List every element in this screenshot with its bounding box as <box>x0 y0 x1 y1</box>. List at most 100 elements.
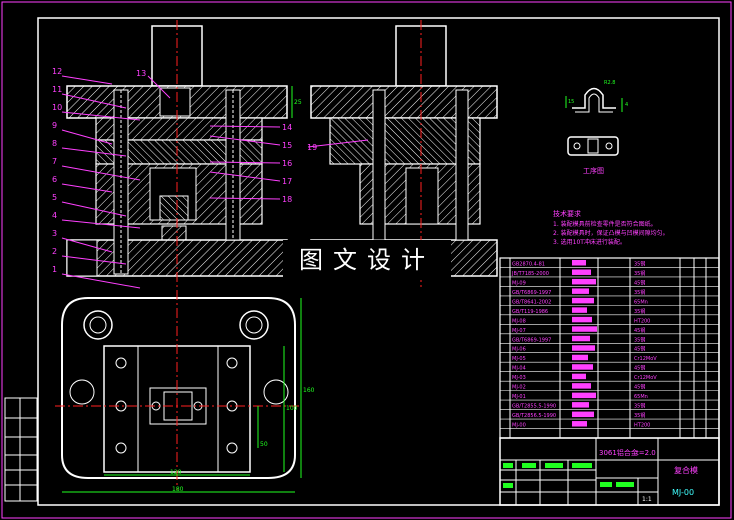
callout-2: 2 <box>52 247 57 256</box>
bom-name-block <box>572 421 587 427</box>
callout-leader <box>209 197 281 200</box>
callout-5: 5 <box>52 193 57 202</box>
callout-leader <box>209 161 281 164</box>
bom-code: MJ-00 <box>512 423 526 429</box>
bom-code: GB/T119-1986 <box>512 309 548 315</box>
callout-10: 10 <box>52 103 62 112</box>
bom-name-block <box>572 316 592 323</box>
callout-17: 17 <box>282 177 292 186</box>
bom-name-block <box>572 364 593 370</box>
bom-material: HT200 <box>634 423 650 429</box>
dim-top-height: 25 <box>294 99 302 106</box>
title-drawing-name: 复合模 <box>674 465 698 475</box>
callout-1: 1 <box>52 265 57 274</box>
bom-code: JB/T7185-2000 <box>511 271 549 277</box>
bom-code: MJ-06 <box>512 347 526 353</box>
callout-leader <box>61 219 141 229</box>
bom-name-block <box>572 335 590 342</box>
dim-width-outer: 180 <box>172 486 184 493</box>
front-section-view: 25 <box>66 20 302 300</box>
bom-code: MJ-03 <box>512 375 526 381</box>
part-dim-radius: R2.8 <box>604 80 615 86</box>
callout-16: 16 <box>282 159 292 168</box>
callout-leader <box>61 147 127 157</box>
callout-18: 18 <box>282 195 292 204</box>
bom-material: Cr12MoV <box>634 375 657 381</box>
part-drawing-label: 工序图 <box>583 166 604 175</box>
dim-height-inner: 100 <box>286 405 298 412</box>
callout-11: 11 <box>52 85 62 94</box>
title-block: 3061铝合金 t=2.0 复合模 MJ-00 1:1 <box>499 437 720 506</box>
bom-material: HT200 <box>634 318 650 324</box>
dim-width-inner: 120 <box>170 469 182 476</box>
bom-name-block <box>572 411 594 418</box>
bom-material: 65Mn <box>634 299 648 305</box>
callout-leader <box>209 125 281 128</box>
bom-material: Cr12MoV <box>634 356 657 362</box>
bom-material: 35钢 <box>634 260 645 267</box>
tech-req-item: 2. 装配模具时，保证凸模与凹模间隙均匀。 <box>553 229 669 237</box>
bom-material: 45钢 <box>634 346 645 353</box>
bom-name-block <box>572 297 594 304</box>
bom-name-block <box>572 383 591 389</box>
callout-7: 7 <box>52 157 57 166</box>
bom-material: 45钢 <box>634 327 645 334</box>
bom-material: 45钢 <box>634 279 645 286</box>
callout-9: 9 <box>52 121 57 130</box>
bom-material: 35钢 <box>634 270 645 277</box>
callouts-center: 13 14 15 16 17 18 <box>136 69 292 204</box>
bom-code: MJ-08 <box>512 318 526 324</box>
bom-name-block <box>572 307 587 313</box>
bom-name-block <box>572 392 596 399</box>
bom-code: MJ-04 <box>512 366 526 372</box>
callout-leader <box>61 273 141 289</box>
bom-name-block <box>572 288 589 294</box>
bom-code: GB/T8641-2002 <box>512 299 551 305</box>
callout-leader <box>61 237 113 253</box>
tech-requirements: 技术要求 1. 装配模具前检查零件是否符合图纸。 2. 装配模具时，保证凸模与凹… <box>553 209 669 246</box>
bom-code: GB/T2856.5-1990 <box>512 413 556 419</box>
callout-leader <box>209 171 281 182</box>
bom-name-block <box>572 326 597 332</box>
bom-material: 35钢 <box>634 289 645 296</box>
callout-6: 6 <box>52 175 57 184</box>
callout-4: 4 <box>52 211 57 220</box>
bom-material: 35钢 <box>634 403 645 410</box>
callout-3: 3 <box>52 229 57 238</box>
bom-name-block <box>572 402 589 408</box>
bom-code: MJ-09 <box>512 280 526 286</box>
bom-material: 65Mn <box>634 394 648 400</box>
callout-14: 14 <box>282 123 292 132</box>
callout-leader <box>61 111 141 121</box>
bom-code: MJ-07 <box>512 328 526 334</box>
tech-req-item: 3. 选用10T冲床进行装配。 <box>553 238 626 246</box>
bom-code: GB/T2855.5-1990 <box>512 404 556 410</box>
bom-material: 45钢 <box>634 365 645 372</box>
bom-material: 45钢 <box>634 384 645 391</box>
callout-13: 13 <box>136 69 146 78</box>
bom-code: MJ-01 <box>512 394 526 400</box>
part-dim-height: 15 <box>568 99 574 105</box>
callout-leader <box>61 75 113 85</box>
plan-view: 120 180 160 100 50 <box>55 290 315 493</box>
part-drawing: 15 R2.8 4 工序图 <box>565 80 628 175</box>
bom-material: 35钢 <box>634 336 645 343</box>
callout-leader <box>61 129 113 145</box>
bom-name-block <box>572 278 596 285</box>
part-dim-rise: 4 <box>625 102 628 108</box>
bom-code: MJ-05 <box>512 356 526 362</box>
bom-material: 35钢 <box>634 412 645 419</box>
title-drawing-no: MJ-00 <box>672 488 694 497</box>
callout-19: 19 <box>307 143 317 152</box>
callout-15: 15 <box>282 141 292 150</box>
callout-leader <box>61 201 127 217</box>
tech-req-item: 1. 装配模具前检查零件是否符合图纸。 <box>553 220 657 228</box>
callout-12: 12 <box>52 67 62 76</box>
bom-code: GB/T6869-1997 <box>512 290 551 296</box>
bom-name-block <box>572 373 586 380</box>
title-scale: 1:1 <box>642 496 652 503</box>
